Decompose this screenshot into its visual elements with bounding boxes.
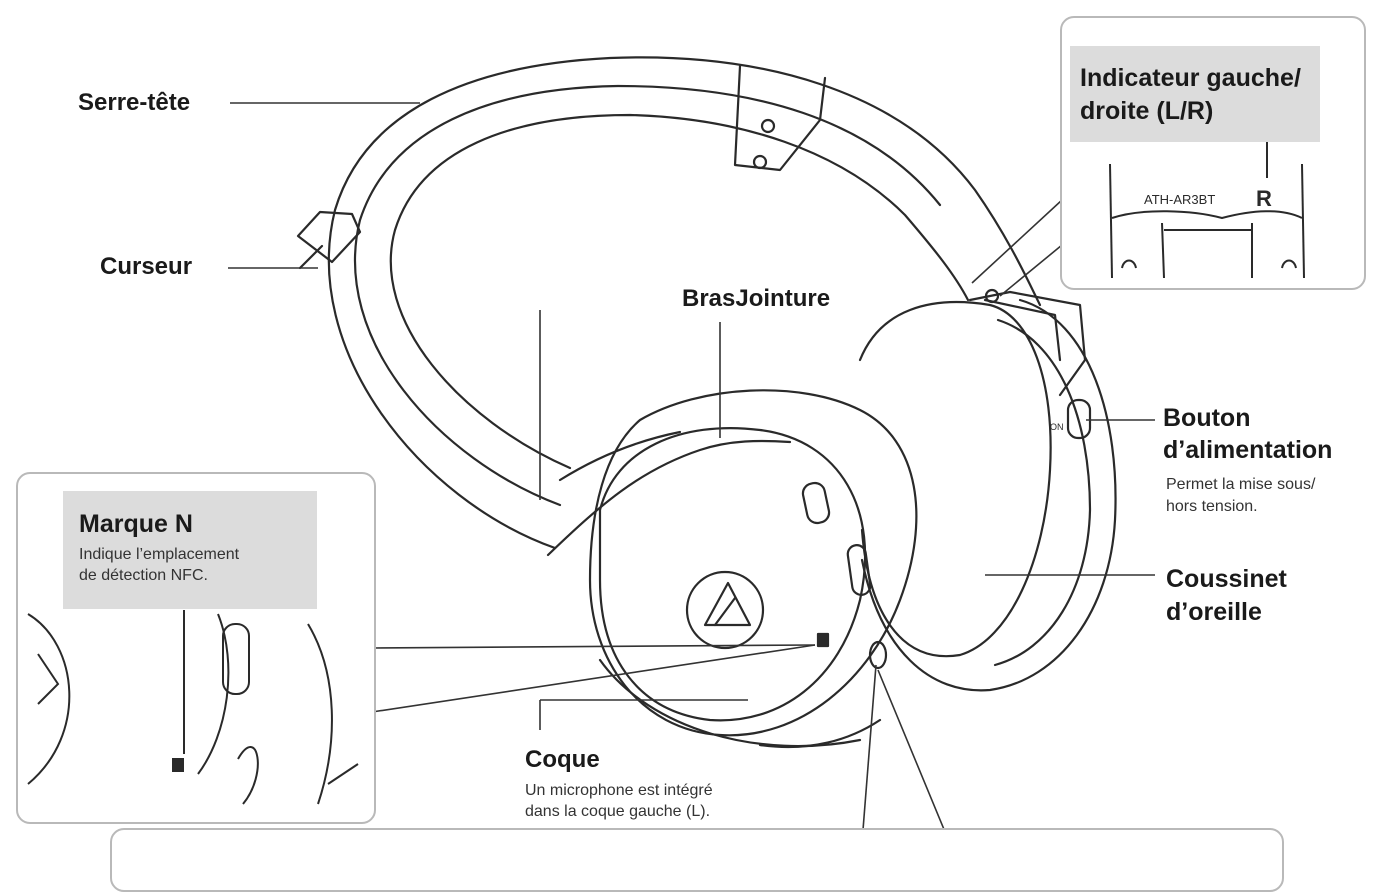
headphone-illustration: ON [228, 56, 1155, 868]
power-desc-1: Permet la mise sous/ [1166, 476, 1316, 493]
logo-circle [685, 570, 765, 650]
label-ear-pad-1: Coussinet [1166, 565, 1287, 593]
charge-button [801, 481, 831, 525]
svg-text:ON: ON [1050, 422, 1064, 432]
power-desc-2: hors tension. [1166, 498, 1258, 515]
right-cup [860, 298, 1117, 692]
label-power-button-1: Bouton [1163, 404, 1251, 432]
bottom-panel [110, 828, 1284, 892]
headband-outer [327, 56, 1042, 550]
led [868, 640, 888, 670]
slider-block [296, 210, 362, 264]
nfc-title-box [63, 491, 317, 609]
power-switch [1066, 398, 1092, 440]
label-power-button-2: d’alimentation [1163, 436, 1333, 464]
lr-side-text: R [1256, 186, 1272, 211]
nfc-desc-2: de détection NFC. [79, 567, 208, 584]
multi-button [846, 544, 872, 596]
lr-title-2: droite (L/R) [1080, 97, 1214, 125]
left-cup-outer [588, 389, 918, 737]
lr-indicator-inset: Indicateur gauche/ droite (L/R) ATH-AR3B… [1060, 16, 1366, 290]
nfc-detail-drawing [27, 610, 359, 805]
nfc-n-mark [172, 758, 184, 772]
nfc-inset: Marque N Indique l’emplacement de détect… [16, 472, 376, 824]
left-arm [546, 439, 792, 557]
label-ear-pad-2: d’oreille [1166, 598, 1262, 626]
headband-inner [389, 113, 970, 470]
lr-title-1: Indicateur gauche/ [1080, 64, 1301, 92]
lr-title-box [1070, 46, 1320, 142]
lr-model-text: ATH-AR3BT [1144, 192, 1216, 207]
housing-desc-2: dans la coque gauche (L). [525, 803, 711, 820]
housing-desc-1: Un microphone est intégré [525, 782, 713, 799]
lr-detail-drawing [1109, 142, 1305, 279]
n-mark [816, 632, 830, 648]
nfc-title: Marque N [79, 510, 193, 538]
label-housing: Coque [525, 746, 600, 773]
label-headband: Serre-tête [78, 89, 191, 116]
left-cup-face [598, 427, 867, 722]
label-slider: Curseur [100, 253, 193, 280]
label-arm-joint: BrasJointure [682, 285, 831, 312]
right-ear-pad [858, 301, 1052, 658]
nfc-desc-1: Indique l’emplacement [79, 546, 240, 563]
